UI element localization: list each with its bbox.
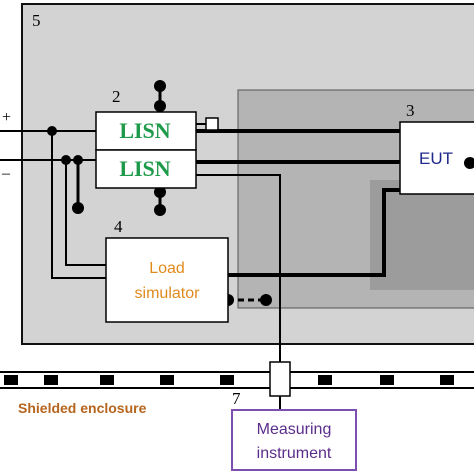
label-minus: – [1, 165, 11, 182]
measuring-instrument-box [231, 409, 357, 471]
load-simulator-box [105, 237, 229, 323]
measuring-line1: Measuring [257, 421, 332, 438]
lisn-bottom-box [95, 149, 197, 189]
lisn-bottom-label: LISN [119, 156, 170, 181]
supply-lines [0, 86, 400, 362]
feedthrough-connector [269, 361, 291, 397]
label-5: 5 [32, 11, 41, 30]
load-simulator-line2: simulator [135, 285, 201, 302]
eut-label: EUT [419, 149, 453, 168]
lisn-top-box [95, 111, 197, 151]
measuring-line2: instrument [257, 445, 332, 462]
label-plus: + [2, 109, 11, 126]
load-simulator-line1: Load [149, 260, 185, 277]
label-3: 3 [406, 101, 415, 120]
lisn-top-label: LISN [119, 118, 170, 143]
eut-terminal [464, 157, 474, 169]
shield-wall [0, 371, 474, 389]
eut-box [399, 121, 474, 195]
label-4: 4 [114, 217, 123, 236]
label-2: 2 [112, 87, 121, 106]
label-7: 7 [232, 389, 241, 408]
lisn-terminal [205, 117, 219, 131]
enclosure-label: Shielded enclosure [18, 400, 147, 416]
inner-region-shade [370, 180, 474, 290]
